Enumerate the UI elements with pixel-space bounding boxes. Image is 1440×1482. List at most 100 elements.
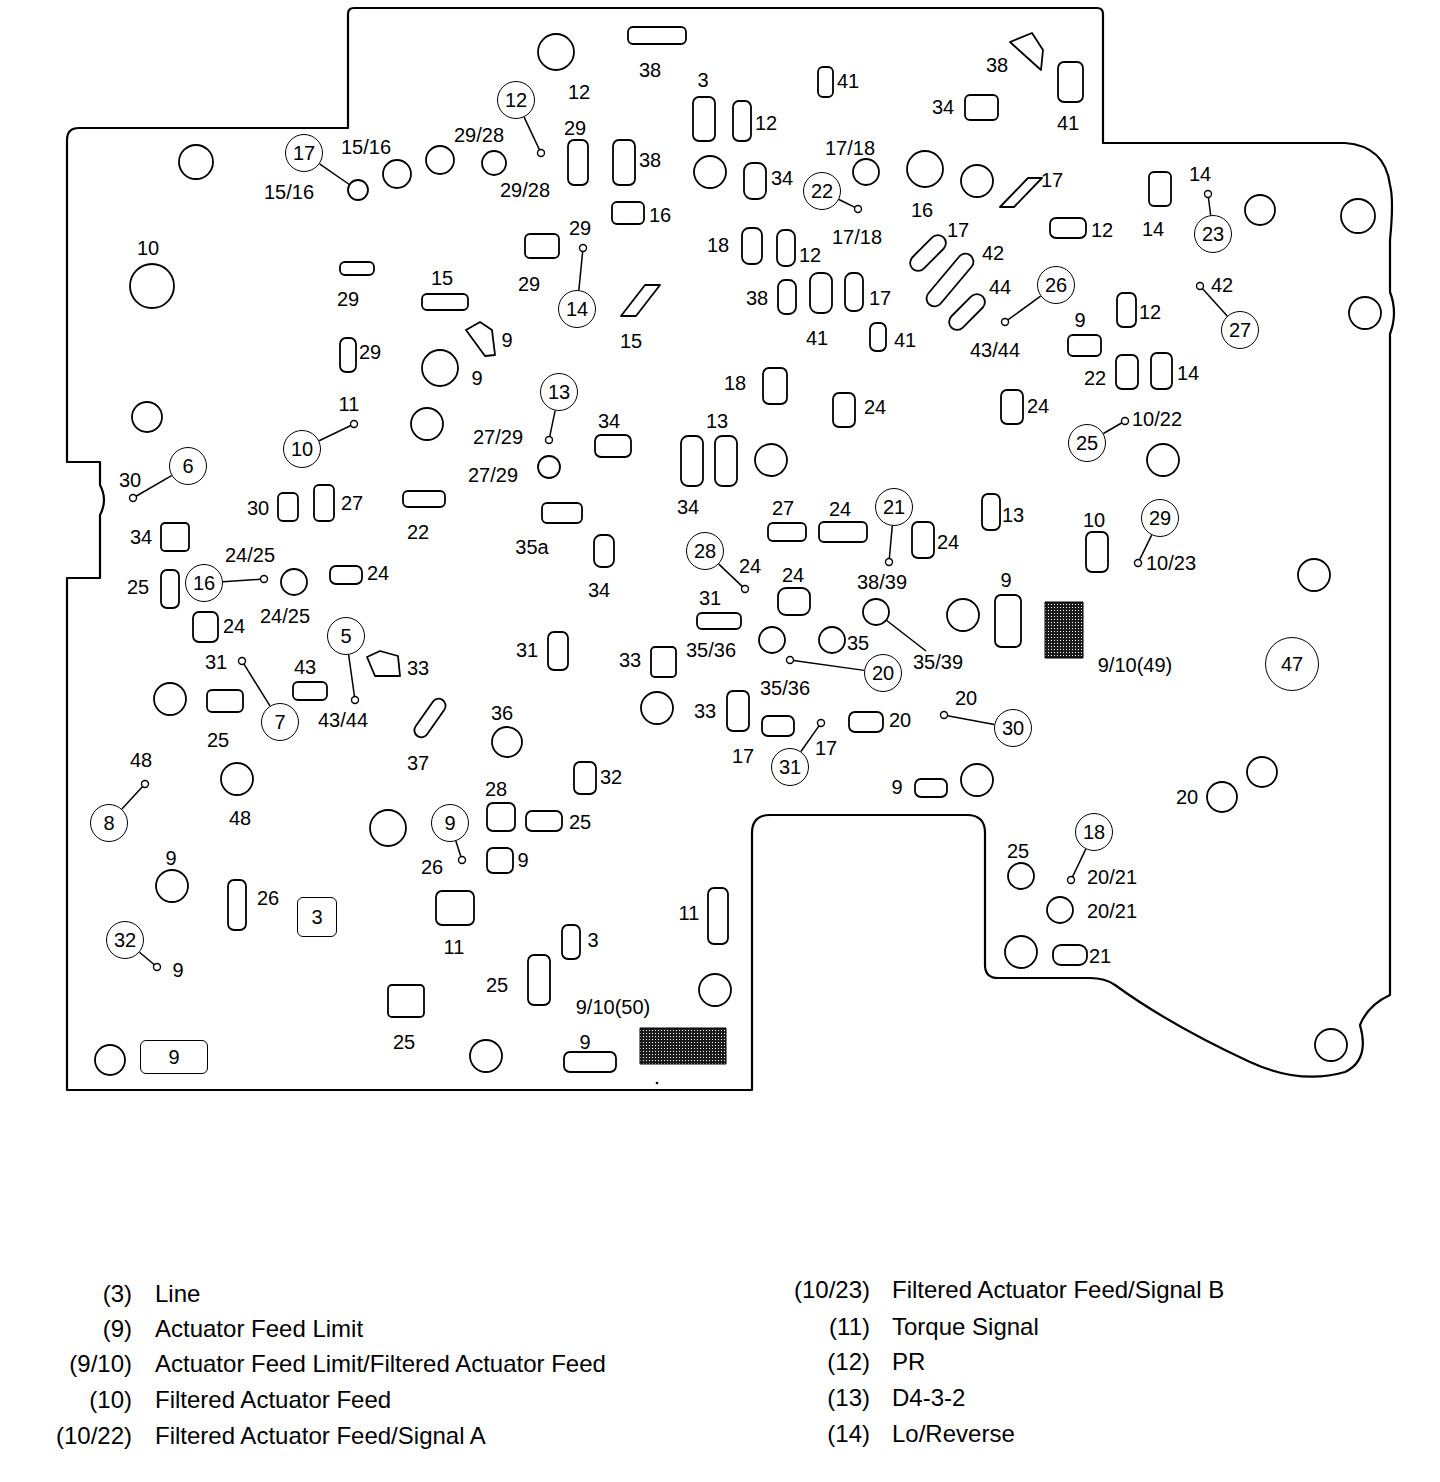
- slot-hole: [819, 522, 867, 542]
- leader-line: [122, 787, 143, 809]
- callout-circle: 12: [497, 81, 535, 119]
- leader-lines: [122, 117, 1227, 970]
- round-hole: [348, 180, 368, 200]
- callout-number: 21: [883, 496, 905, 518]
- passage-number: 21: [1089, 945, 1111, 967]
- slot-hole: [1151, 353, 1172, 389]
- passage-number: 24: [937, 531, 959, 553]
- slot-hole: [715, 436, 737, 486]
- passage-number: 26: [257, 887, 279, 909]
- slot-hole: [613, 140, 635, 185]
- round-hole: [179, 145, 213, 179]
- print-speck: [656, 1082, 659, 1085]
- passage-number: 10: [1083, 509, 1105, 531]
- passage-number: 41: [837, 70, 859, 92]
- passage-number: 33: [694, 700, 716, 722]
- passage-number: 20: [1176, 786, 1198, 808]
- slot-hole: [612, 202, 644, 224]
- passage-number: 22: [407, 521, 429, 543]
- round-hole: [130, 264, 174, 308]
- slot-hole: [228, 880, 246, 930]
- slot-hole: [594, 535, 614, 567]
- passage-number: 13: [1002, 504, 1024, 526]
- legend-code: (10): [89, 1387, 132, 1413]
- passage-number: 29: [337, 288, 359, 310]
- passage-number: 33: [619, 649, 641, 671]
- callout-circle: 18: [1075, 813, 1113, 851]
- leader-dot: [787, 657, 794, 664]
- passage-number: 25: [393, 1031, 415, 1053]
- callout-number: 47: [1281, 653, 1303, 675]
- passage-number: 42: [1211, 274, 1233, 296]
- diagonal-slot: [412, 696, 449, 740]
- passage-number: 24: [739, 555, 761, 577]
- leader-line: [1073, 849, 1086, 877]
- leader-dot: [1002, 319, 1009, 326]
- leader-line: [579, 251, 583, 290]
- passage-number: 24: [367, 562, 389, 584]
- leader-line: [886, 620, 926, 651]
- passage-number: 29: [518, 273, 540, 295]
- passage-number: 17: [1041, 169, 1063, 191]
- round-hole: [470, 1040, 502, 1072]
- leader-dot: [1135, 560, 1142, 567]
- leader-dot: [886, 559, 893, 566]
- round-hole: [281, 569, 307, 595]
- slot-hole: [995, 595, 1021, 647]
- leader-line: [1103, 423, 1122, 434]
- round-hole: [907, 151, 943, 187]
- shaped-hole: [466, 322, 495, 356]
- callout-number: 32: [114, 929, 136, 951]
- passage-number: 24: [829, 498, 851, 520]
- round-hole: [154, 683, 186, 715]
- passage-number: 9: [1074, 309, 1085, 331]
- callout-number: 16: [193, 572, 215, 594]
- slot-hole: [628, 27, 686, 44]
- passage-number: 24: [782, 564, 804, 586]
- passage-number: 18: [707, 234, 729, 256]
- callout-number: 28: [694, 540, 716, 562]
- callout-number: 18: [1083, 821, 1105, 843]
- callout-number: 17: [293, 142, 315, 164]
- slot-hole: [568, 140, 588, 185]
- callout-circle: 21: [875, 488, 913, 526]
- passage-number: 35/36: [760, 677, 810, 699]
- callout-number: 9: [168, 1046, 179, 1068]
- passage-number: 10: [137, 237, 159, 259]
- slot-hole: [763, 368, 787, 404]
- shaped-hole: [1000, 178, 1042, 207]
- diagonal-slot: [946, 291, 988, 333]
- round-hole: [1047, 897, 1073, 923]
- callout-circle: 23: [1194, 215, 1232, 253]
- slot-hole: [161, 570, 179, 608]
- leader-dot: [352, 697, 359, 704]
- slot-hole: [762, 716, 794, 736]
- passage-number: 29: [359, 341, 381, 363]
- passage-number: 34: [771, 167, 793, 189]
- passage-number: 48: [130, 749, 152, 771]
- passage-number: 9: [172, 959, 183, 981]
- passage-number: 17/18: [825, 137, 875, 159]
- callout-circle: 30: [994, 709, 1032, 747]
- passage-number: 34: [677, 496, 699, 518]
- slot-hole: [693, 97, 715, 141]
- slot-hole: [965, 95, 998, 120]
- leader-line: [889, 526, 892, 559]
- hatched-area: [1045, 602, 1083, 658]
- slot-hole: [870, 323, 886, 351]
- passage-number: 18: [724, 372, 746, 394]
- slot-hole: [330, 566, 362, 584]
- round-hole: [492, 727, 522, 757]
- round-hole: [370, 810, 406, 846]
- callout-circle: 17: [285, 134, 323, 172]
- callout-number: 29: [1149, 507, 1171, 529]
- callout-circle: 31: [771, 748, 809, 786]
- passage-number: 17: [815, 737, 837, 759]
- legend-code: (10/22): [56, 1423, 132, 1449]
- round-hole: [1245, 195, 1275, 225]
- leader-line: [1208, 197, 1210, 215]
- slot-hole: [595, 435, 631, 457]
- shaped-hole: [621, 285, 660, 316]
- slot-hole: [340, 338, 356, 372]
- passage-number: 38/39: [857, 571, 907, 593]
